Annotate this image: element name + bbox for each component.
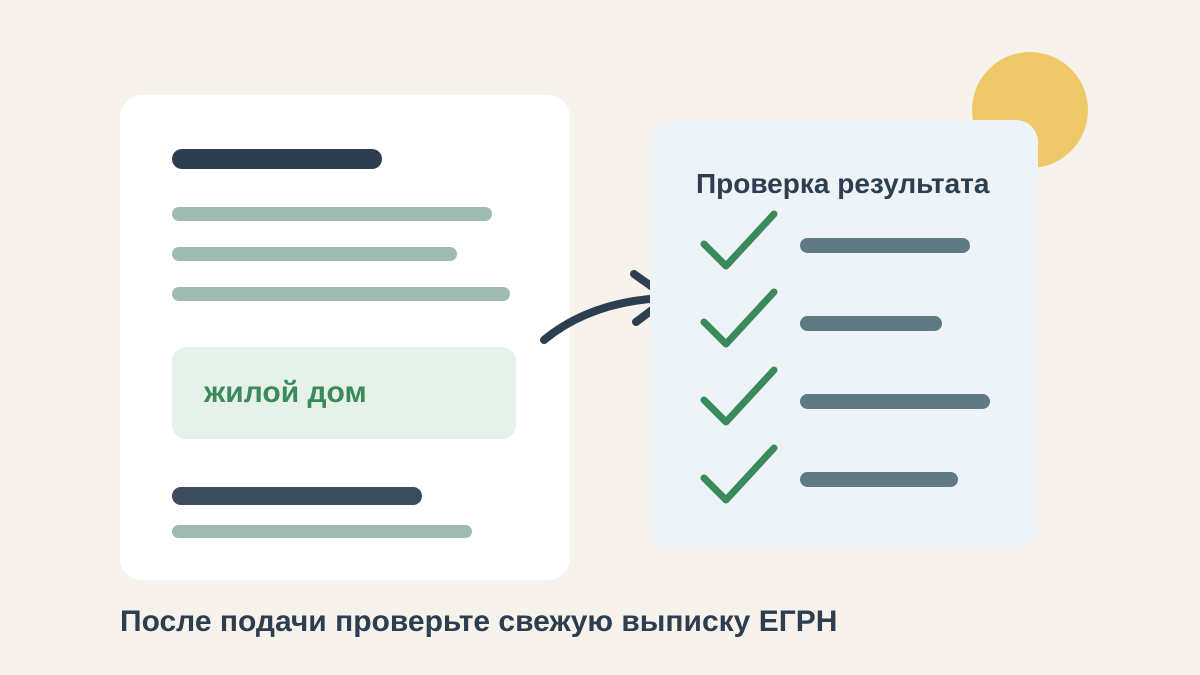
document-text-line — [172, 287, 510, 301]
checklist-item-line — [800, 238, 970, 253]
highlight-text: жилой дом — [204, 376, 367, 409]
document-title-placeholder — [172, 149, 382, 169]
checkmark-icon — [700, 444, 778, 504]
document-text-line — [172, 207, 492, 221]
caption-text: После подачи проверьте свежую выписку ЕГ… — [120, 605, 838, 638]
document-text-line — [172, 247, 457, 261]
checklist-item-line — [800, 394, 990, 409]
checkmark-icon — [700, 366, 778, 426]
checklist-heading: Проверка результата — [696, 168, 990, 199]
document-text-line — [172, 525, 472, 538]
checklist-card: Проверка результата — [650, 120, 1038, 550]
document-highlight-box: жилой дом — [172, 347, 516, 439]
checklist-item-line — [800, 472, 958, 487]
checkmark-icon — [700, 210, 778, 270]
document-footer-placeholder — [172, 487, 422, 505]
document-card: жилой дом — [120, 95, 570, 580]
checklist-item-line — [800, 316, 942, 331]
checkmark-icon — [700, 288, 778, 348]
